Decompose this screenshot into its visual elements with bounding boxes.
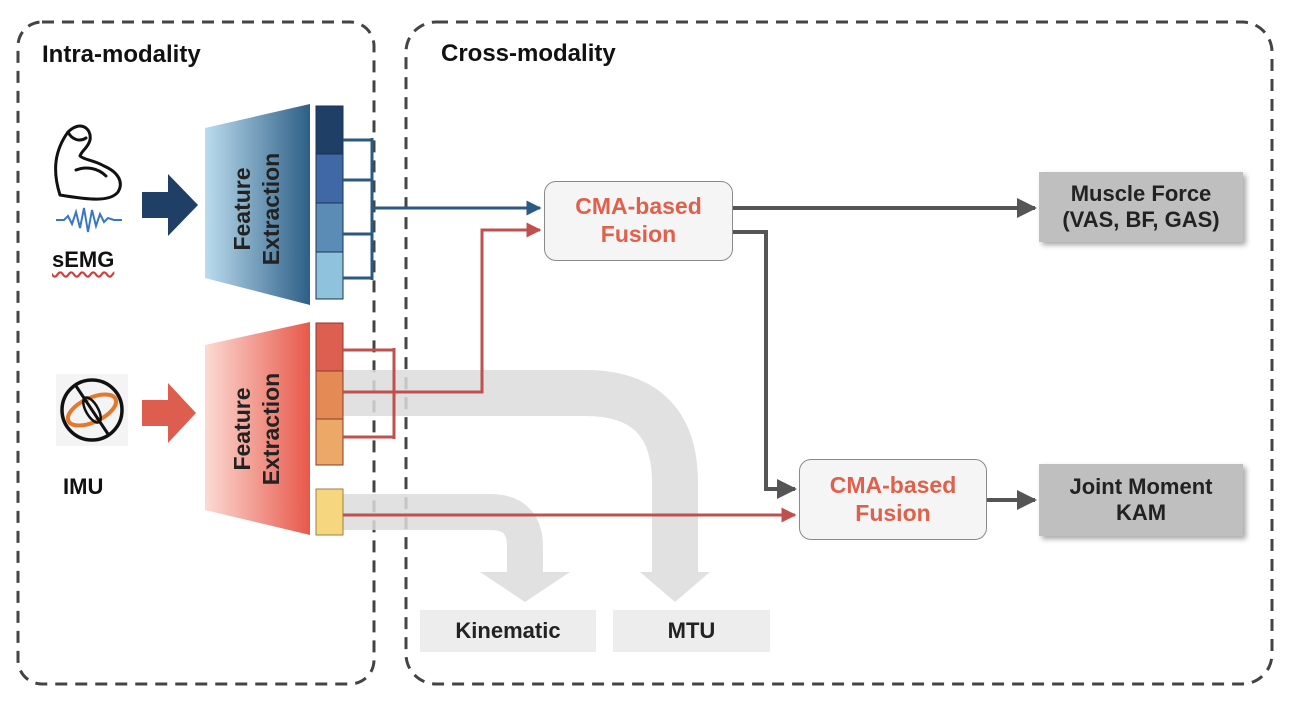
imu-to-top-fusion-arrow — [394, 222, 542, 394]
kinematic-aux-arrow — [342, 494, 570, 602]
joint-moment-output-box: Joint Moment KAM — [1039, 464, 1243, 536]
imu-feature-extraction-block — [205, 322, 310, 535]
imu-label: IMU — [63, 474, 104, 499]
semg-feature-extraction-block — [205, 104, 310, 305]
intra-modality-title: Intra-modality — [42, 41, 201, 68]
semg-token-3 — [315, 202, 344, 253]
imu-gyroscope-icon — [56, 374, 128, 446]
semg-token-1 — [315, 105, 344, 155]
top-fusion-to-bottom-fusion-arrow — [733, 230, 797, 499]
semg-input-arrow — [142, 174, 198, 236]
semg-label: sEMG — [52, 247, 115, 272]
flexed-bicep-emg-icon — [54, 124, 122, 201]
imu-feature-extraction-label: Feature Extraction — [229, 372, 284, 486]
imu-input-arrow — [142, 383, 196, 443]
bottom-cma-fusion-box: CMA-based Fusion — [799, 459, 987, 540]
imu-token-1 — [315, 322, 344, 372]
muscle-force-output-box: Muscle Force (VAS, BF, GAS) — [1039, 172, 1243, 242]
intra-modality-region — [16, 20, 376, 686]
imu-extra-token — [315, 488, 344, 536]
semg-token-2 — [315, 153, 344, 204]
emg-signal-icon — [56, 207, 122, 233]
cross-modality-title: Cross-modality — [441, 40, 616, 67]
imu-token-3 — [315, 418, 344, 466]
kinematic-box: Kinematic — [420, 610, 596, 652]
mtu-box: MTU — [613, 610, 770, 652]
top-cma-fusion-box: CMA-based Fusion — [544, 181, 733, 261]
cross-modality-region — [404, 20, 1274, 686]
imu-token-connector — [343, 348, 396, 439]
imu-token-2 — [315, 370, 344, 420]
semg-token-4 — [315, 251, 344, 300]
mtu-aux-arrow — [340, 370, 710, 602]
semg-token-connector — [343, 138, 374, 280]
semg-feature-extraction-label: Feature Extraction — [229, 152, 284, 266]
